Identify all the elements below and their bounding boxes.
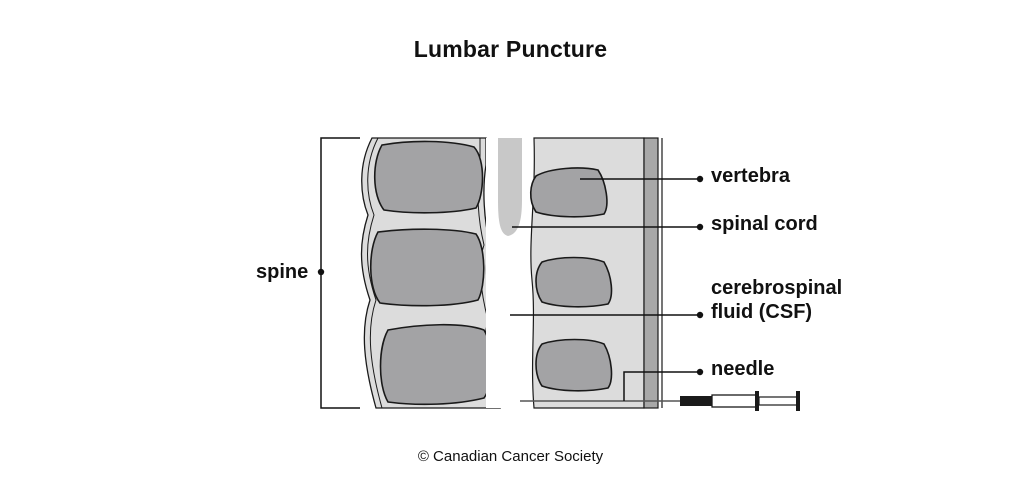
spinous-process-3 [535, 338, 613, 392]
csf-label-line-2: fluid (CSF) [711, 301, 813, 323]
csf-label-line-1: cerebrospinal [711, 277, 843, 299]
spine-bracket [320, 137, 360, 409]
vertebra-label: vertebra [711, 165, 790, 187]
needle-label: needle [711, 358, 775, 380]
diagram-title: Lumbar Puncture [413, 36, 608, 62]
spinal-cord-label: spinal cord [711, 213, 818, 235]
needle-leader-line [623, 371, 700, 401]
spinal-cord-leader-dot [696, 223, 704, 231]
needle-leader-dot [696, 368, 704, 376]
skin-layer [643, 137, 659, 409]
syringe-flange [755, 391, 759, 411]
syringe-plunger [758, 396, 798, 406]
csf-label: cerebrospinal fluid (CSF) [711, 276, 842, 324]
spine-label: spine [256, 261, 309, 283]
syringe-barrel [711, 394, 757, 408]
spinous-process-1 [529, 167, 608, 218]
spinal-cord [498, 138, 522, 236]
spine-leader-dot [317, 268, 325, 276]
plunger-thumb [796, 391, 800, 411]
copyright-credit: © Canadian Cancer Society [417, 448, 604, 465]
vertebral-column-inner-edge [367, 137, 383, 409]
csf-leader-dot [696, 311, 704, 319]
spinous-process-2 [535, 256, 613, 308]
vertebral-body-2 [369, 228, 485, 307]
vertebral-body-3 [379, 323, 493, 406]
vertebra-leader-dot [696, 175, 704, 183]
needle-hub [680, 396, 712, 406]
vertebral-body-1 [373, 140, 484, 214]
